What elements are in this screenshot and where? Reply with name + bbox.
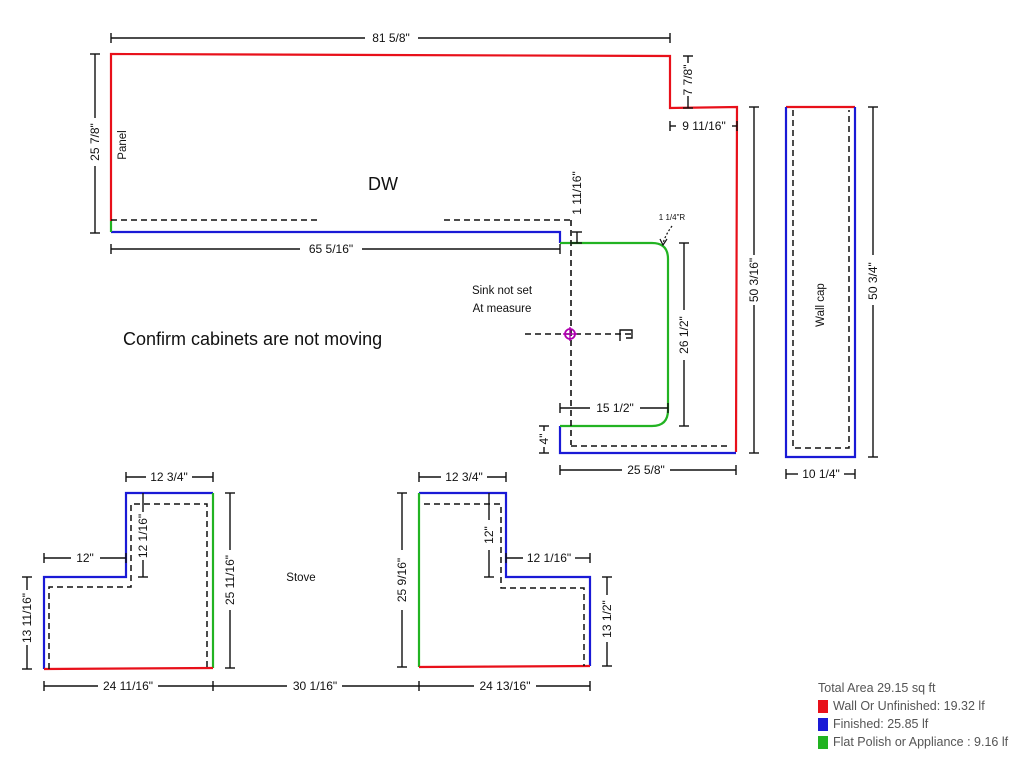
- dim-right-l-top: 12 3/4": [445, 470, 483, 484]
- radius-callout: [659, 225, 673, 247]
- main-wall-edge: [109, 52, 739, 453]
- right-stove-dimension-lines: [397, 472, 612, 691]
- dim-sink-height: 26 1/2": [677, 316, 691, 354]
- dim-right-l-side: 13 1/2": [600, 600, 614, 638]
- main-cabinet-lines: [111, 219, 730, 447]
- sink-note-line1: Sink not set: [472, 285, 533, 297]
- dim-right-l-notch-h: 12": [482, 526, 496, 544]
- sink-center-marker: [563, 327, 577, 341]
- dim-bottom-run: 65 5/16": [309, 242, 353, 256]
- dim-right-height: 50 3/16": [747, 258, 761, 302]
- legend-title: Total Area 29.15 sq ft: [818, 681, 936, 695]
- dim-left-l-bottom: 24 11/16": [103, 679, 153, 693]
- dim-right-l-bottom: 24 13/16": [480, 679, 531, 693]
- dim-left-l-top: 12 3/4": [150, 470, 188, 484]
- sink-note-line2: At measure: [473, 303, 532, 315]
- main-polish-edge-sink: [560, 241, 670, 428]
- left-stove-dimension-lines: [22, 472, 419, 691]
- stove-label: Stove: [286, 572, 315, 584]
- dim-step-depth: 9 11/16": [682, 119, 725, 133]
- legend-swatch-polish: [818, 735, 828, 749]
- confirm-note: Confirm cabinets are not moving: [123, 329, 382, 349]
- dim-step-height: 7 7/8": [681, 65, 695, 96]
- wall-cap-piece: [784, 105, 857, 459]
- dim-left-l-height: 25 11/16": [223, 555, 237, 605]
- dim-left-height: 25 7/8": [88, 123, 102, 161]
- dim-left-l-notch-w: 12": [76, 551, 94, 565]
- dim-left-l-notch-h: 12 1/16": [136, 514, 150, 558]
- dim-right-l-height: 25 9/16": [395, 558, 409, 602]
- dim-sink-width: 15 1/2": [596, 401, 634, 415]
- main-dimension-lines: [90, 33, 759, 475]
- main-finished-edge-upper: [111, 230, 562, 243]
- wall-cap-label: Wall cap: [815, 283, 827, 327]
- legend-item-wall: Wall Or Unfinished: 19.32 lf: [818, 697, 1008, 715]
- legend-item-finished: Finished: 25.85 lf: [818, 715, 1008, 733]
- legend-label-finished: Finished: 25.85 lf: [833, 717, 929, 731]
- main-finished-edge-lower: [558, 426, 736, 455]
- dim-wallcap-width: 10 1/4": [802, 467, 840, 481]
- dim-right-l-notch-w: 12 1/16": [527, 551, 571, 565]
- legend-swatch-finished: [818, 717, 828, 731]
- legend: Total Area 29.15 sq ft Wall Or Unfinishe…: [818, 679, 1008, 751]
- dim-radius: 1 1/4"R: [659, 213, 686, 222]
- dim-return-width: 25 5/8": [627, 463, 665, 477]
- dw-label: DW: [368, 174, 398, 194]
- wall-cap-dimension-lines: [785, 106, 878, 479]
- left-stove-piece: [42, 491, 215, 671]
- right-stove-piece: [417, 491, 592, 669]
- legend-label-wall: Wall Or Unfinished: 19.32 lf: [833, 699, 985, 713]
- legend-item-polish: Flat Polish or Appliance : 9.16 lf: [818, 733, 1008, 751]
- main-countertop-piece: [109, 52, 739, 455]
- dim-top-width: 81 5/8": [372, 31, 410, 45]
- dim-wallcap-height: 50 3/4": [866, 262, 880, 300]
- legend-swatch-wall: [818, 699, 828, 713]
- dim-left-l-side: 13 11/16": [20, 593, 34, 643]
- dim-sink-return: 1 11/16": [570, 171, 584, 214]
- dim-gap: 30 1/16": [293, 679, 337, 693]
- panel-label: Panel: [117, 130, 129, 159]
- legend-label-polish: Flat Polish or Appliance : 9.16 lf: [833, 735, 1009, 749]
- dim-return-height: 4": [537, 434, 551, 445]
- faucet-symbol: [619, 329, 633, 341]
